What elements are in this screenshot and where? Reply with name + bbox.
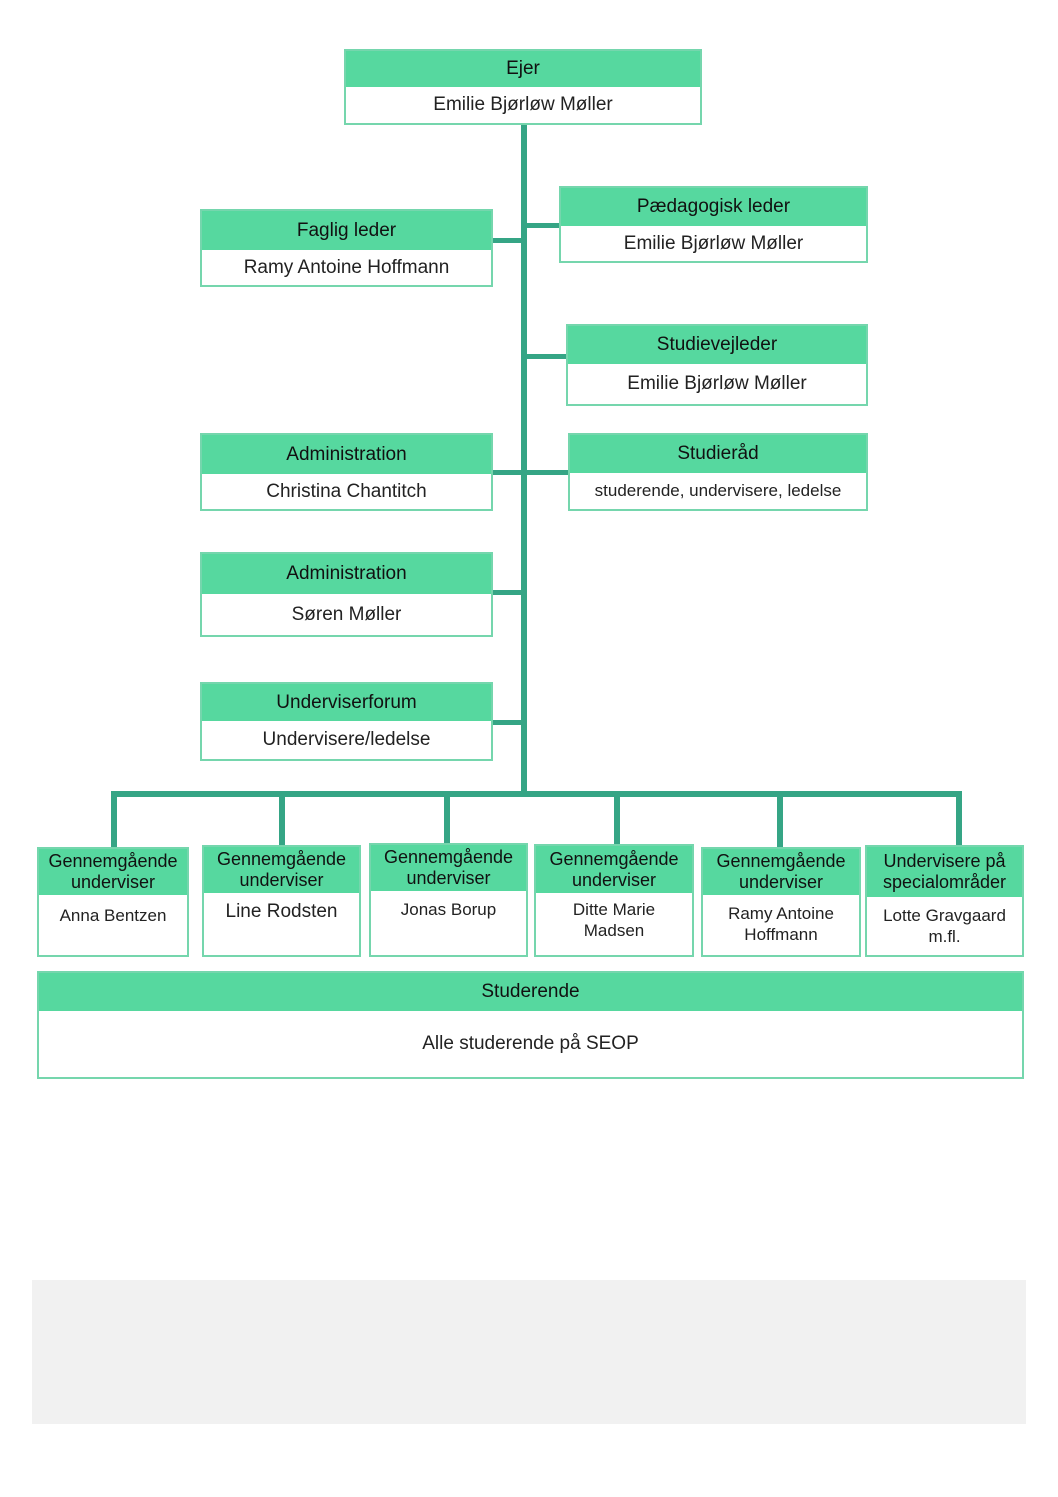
teacher-1-title: Gennemgående underviser [39,849,187,895]
connector-faglig-leder [490,238,524,243]
administration-1-box: Administration Christina Chantitch [200,433,493,511]
studievejleder-name: Emilie Bjørløw Møller [627,373,807,394]
faglig-leder-name: Ramy Antoine Hoffmann [243,256,450,278]
studievejleder-box: Studievejleder Emilie Bjørløw Møller [566,324,868,406]
connector-underviserforum [490,720,524,725]
administration-2-name: Søren Møller [291,603,402,625]
studieraad-name: studerende, undervisere, ledelse [594,481,842,500]
faglig-leder-title: Faglig leder [202,211,491,250]
owner-name: Emilie Bjørløw Møller [433,94,613,115]
students-name: Alle studerende på SEOP [422,1033,639,1054]
teacher-box-5: Gennemgående underviser Ramy Antoine Hof… [701,847,861,957]
connector-paedagogisk-leder [524,223,562,228]
connector-studievejleder [524,354,569,359]
connector-teacher-4 [614,791,620,846]
connector-teacher-1 [111,791,117,849]
underviserforum-name: Undervisere/ledelse [262,729,431,750]
underviserforum-title: Underviserforum [202,684,491,721]
teacher-box-3: Gennemgående underviser Jonas Borup [369,843,528,957]
students-title: Studerende [39,973,1022,1011]
underviserforum-box: Underviserforum Undervisere/ledelse [200,682,493,761]
teacher-box-1: Gennemgående underviser Anna Bentzen [37,847,189,957]
studieraad-title: Studieråd [570,435,866,473]
students-box: Studerende Alle studerende på SEOP [37,971,1024,1079]
administration-2-title: Administration [202,554,491,594]
teacher-1-name: Anna Bentzen [59,906,167,925]
connector-teacher-2 [279,791,285,847]
teacher-2-title: Gennemgående underviser [204,847,359,893]
teacher-5-name: Ramy Antoine Hoffmann [728,904,834,944]
teacher-3-title: Gennemgående underviser [371,845,526,891]
owner-box: Ejer Emilie Bjørløw Møller [344,49,702,125]
teacher-6-title: Undervisere på specialområder [867,847,1022,897]
connector-main-trunk [521,122,527,796]
teacher-4-name: Ditte Marie Madsen [572,900,656,940]
paedagogisk-leder-box: Pædagogisk leder Emilie Bjørløw Møller [559,186,868,263]
teacher-3-name: Jonas Borup [400,900,497,919]
studievejleder-title: Studievejleder [568,326,866,364]
administration-1-title: Administration [202,435,491,474]
connector-horizontal-bus [111,791,962,797]
teacher-5-title: Gennemgående underviser [703,849,859,895]
footer-panel [32,1280,1026,1424]
owner-title: Ejer [346,51,700,87]
paedagogisk-leder-title: Pædagogisk leder [561,188,866,226]
teacher-box-2: Gennemgående underviser Line Rodsten [202,845,361,957]
teacher-2-name: Line Rodsten [225,901,338,922]
faglig-leder-box: Faglig leder Ramy Antoine Hoffmann [200,209,493,287]
teacher-box-6: Undervisere på specialområder Lotte Grav… [865,845,1024,957]
administration-1-name: Christina Chantitch [266,480,427,502]
administration-2-box: Administration Søren Møller [200,552,493,637]
connector-studieraad [524,470,571,475]
studieraad-box: Studieråd studerende, undervisere, ledel… [568,433,868,511]
connector-administration-2 [490,590,524,595]
connector-administration-1 [490,470,524,475]
teacher-6-name: Lotte Gravgaard m.fl. [883,906,1006,946]
connector-teacher-3 [444,791,450,845]
connector-teacher-5 [777,791,783,849]
paedagogisk-leder-name: Emilie Bjørløw Møller [623,232,804,254]
teacher-4-title: Gennemgående underviser [536,846,692,893]
teacher-box-4: Gennemgående underviser Ditte Marie Mads… [534,844,694,957]
connector-teacher-6 [956,791,962,847]
